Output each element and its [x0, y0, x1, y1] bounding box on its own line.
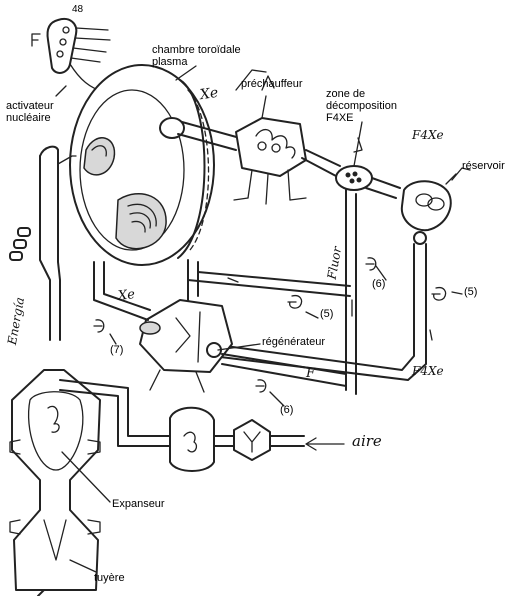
label-ref-5a: (5) — [320, 308, 334, 320]
label-zone-decomposition: zone de décomposition F4XE — [326, 88, 397, 124]
label-ref-6b: (6) — [280, 404, 294, 416]
hand-aire: aire — [352, 432, 382, 450]
label-chambre-line2: plasma — [152, 56, 188, 68]
label-ref-6a: (6) — [372, 278, 386, 290]
hand-xe-mid: Xe — [117, 287, 136, 304]
label-activateur-line2: nucléaire — [6, 112, 51, 124]
label-regenerateur: régénérateur — [262, 336, 325, 348]
energy-column — [9, 145, 77, 341]
preheater — [233, 75, 307, 205]
label-tuyere: tuyère — [94, 572, 125, 584]
label-zone-line2: décomposition — [326, 100, 397, 112]
hand-f: F — [306, 366, 316, 381]
label-ref-7: (7) — [110, 344, 124, 356]
air-intake — [59, 379, 345, 472]
hand-f4xe-bottom: F4Xe — [412, 364, 444, 378]
page-number: 48 — [72, 4, 84, 15]
regenerator — [139, 299, 233, 393]
chamber-outlet-pipe — [93, 261, 151, 321]
label-prechauffeur: préchauffeur — [241, 78, 303, 90]
label-chambre-toroidale: chambre toroïdale plasma — [152, 44, 241, 68]
reservoir-tank — [400, 167, 471, 245]
label-ref-5b: (5) — [464, 286, 478, 298]
hand-f4xe-top: F4Xe — [412, 128, 444, 142]
nuclear-activator — [31, 18, 111, 93]
label-activateur-line1: activateur — [6, 100, 54, 112]
label-zone-line1: zone de — [326, 88, 366, 100]
label-reservoir: réservoir — [462, 160, 505, 172]
fluor-vertical-pipe — [345, 189, 357, 395]
label-chambre-line1: chambre toroïdale — [152, 44, 241, 56]
xenon-feed-pipe — [177, 69, 267, 151]
label-zone-line3: F4XE — [326, 112, 354, 124]
expander-nozzle — [9, 369, 101, 596]
label-expanseur: Expanseur — [112, 498, 165, 510]
reference-symbols — [93, 257, 447, 393]
toroidal-chamber — [69, 64, 215, 266]
leader-lines — [55, 65, 463, 573]
f-line-pipe — [221, 353, 347, 387]
hand-xe-top: Xe — [198, 84, 220, 104]
label-activateur: activateur nucléaire — [6, 100, 54, 124]
f4xe-return-pipe — [195, 243, 433, 381]
